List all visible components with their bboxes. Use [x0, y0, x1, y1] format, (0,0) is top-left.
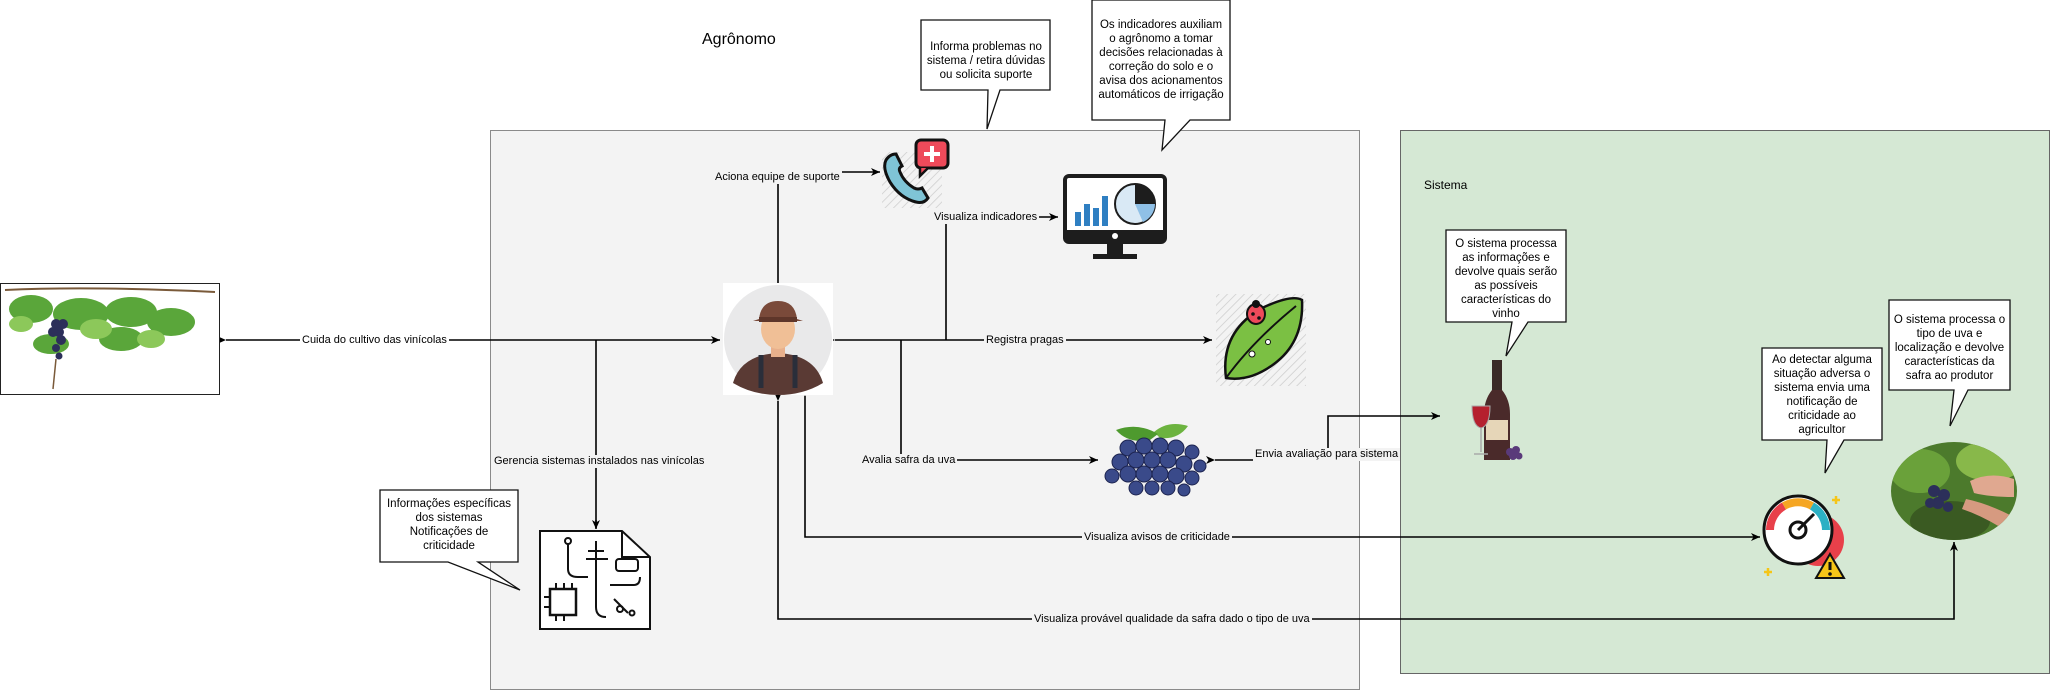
phone-support-icon: [878, 138, 950, 210]
dashboard-monitor-icon: [1063, 174, 1167, 262]
label-envia-avaliacao: Envia avaliação para sistema: [1253, 448, 1401, 461]
pest-leaf-icon: [1212, 292, 1308, 388]
label-visualiza-indicadores: Visualiza indicadores: [932, 211, 1040, 224]
agronomist-avatar-icon: [723, 283, 833, 395]
harvest-photo-icon: [1890, 441, 2018, 541]
label-visualiza-avisos: Visualiza avisos de criticidade: [1082, 531, 1232, 544]
grapes-icon: [1098, 418, 1212, 500]
label-registra-pragas: Registra pragas: [984, 334, 1066, 347]
criticality-gauge-icon: [1758, 488, 1854, 584]
vineyard-photo-icon: [0, 283, 220, 395]
agronomo-title: Agrônomo: [702, 31, 776, 48]
wine-bottle-icon: [1470, 356, 1526, 468]
edge-visualiza-qualidade: [774, 392, 1958, 620]
sistema-title: Sistema: [1424, 178, 1468, 192]
label-aciona-suporte: Aciona equipe de suporte: [713, 171, 842, 184]
label-gerencia-sistemas: Gerencia sistemas instalados nas vinícol…: [492, 455, 707, 468]
label-avalia-safra: Avalia safra da uva: [860, 454, 958, 467]
label-cuida-cultivo: Cuida do cultivo das vinícolas: [300, 334, 449, 347]
circuit-document-icon: [538, 529, 652, 631]
label-visualiza-qualidade: Visualiza provável qualidade da safra da…: [1032, 613, 1312, 626]
